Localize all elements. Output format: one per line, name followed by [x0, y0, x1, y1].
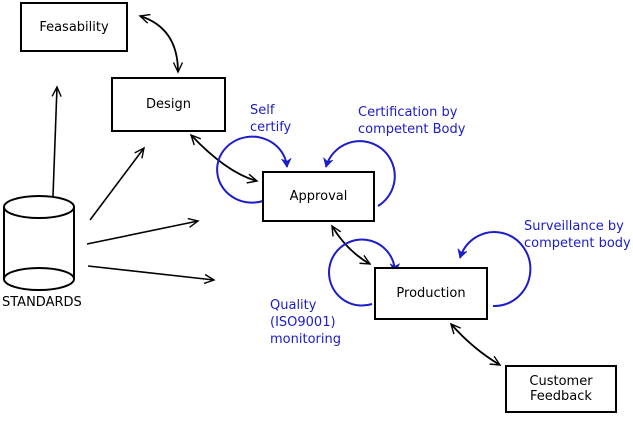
edge-standards-approval — [86, 217, 200, 245]
edge-standards-design — [89, 146, 145, 221]
edge-production-customer-feedback — [449, 322, 502, 366]
loop-self-certify — [216, 135, 287, 204]
loop-surveillance — [460, 231, 532, 308]
edge-standards-production — [87, 265, 216, 285]
edge-feasability-design — [138, 13, 184, 74]
annotation-self-certify: Self certify — [250, 103, 292, 135]
standards-cylinder — [3, 195, 75, 291]
node-customer-feedback: Customer Feedback — [505, 365, 617, 413]
node-approval: Approval — [262, 171, 375, 222]
edge-standards-feasability — [51, 85, 62, 197]
loop-certification — [326, 140, 396, 207]
node-feasability: Feasability — [20, 2, 128, 52]
annotation-certification-by-competent-body: Certification by competent Body — [358, 105, 466, 137]
annotation-surveillance-by-competent-body: Surveillance by competent body — [524, 219, 631, 251]
edge-approval-production — [331, 224, 372, 265]
node-production: Production — [374, 267, 488, 320]
standards-label: STANDARDS — [2, 295, 82, 310]
edge-design-approval — [189, 133, 259, 184]
node-design: Design — [111, 77, 226, 132]
loop-quality-monitoring — [328, 238, 395, 307]
annotation-quality-iso9001-monitoring: Quality (ISO9001) monitoring — [270, 298, 341, 347]
